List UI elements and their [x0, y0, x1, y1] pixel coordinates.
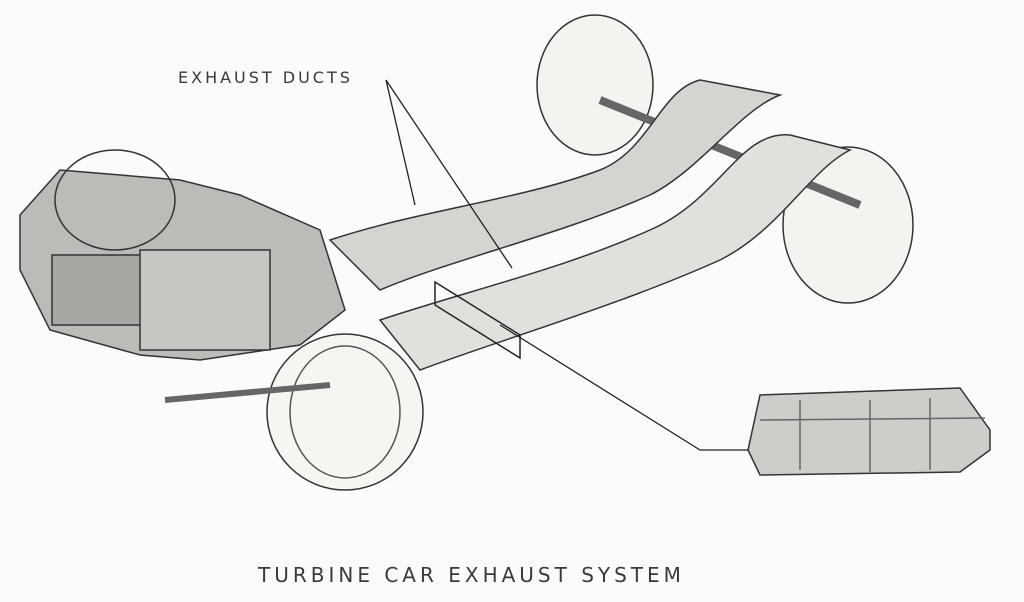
- regenerator-housing: [139, 249, 271, 351]
- exhaust-ducts-label: EXHAUST DUCTS: [178, 68, 353, 87]
- section-plane: [434, 280, 521, 360]
- front-right-wheel: [266, 333, 424, 491]
- rear-axle: [598, 96, 862, 209]
- front-suspension: [164, 382, 331, 403]
- exhaust-duct-left: [328, 79, 783, 291]
- exhaust-duct-right: [378, 134, 853, 371]
- front-left-wheel: [54, 149, 176, 251]
- figure-caption: TURBINE CAR EXHAUST SYSTEM: [258, 563, 685, 587]
- rear-left-wheel: [536, 14, 654, 156]
- duct-cross-section: [747, 387, 991, 476]
- callout-leaders: [385, 79, 748, 451]
- battery: [51, 254, 143, 326]
